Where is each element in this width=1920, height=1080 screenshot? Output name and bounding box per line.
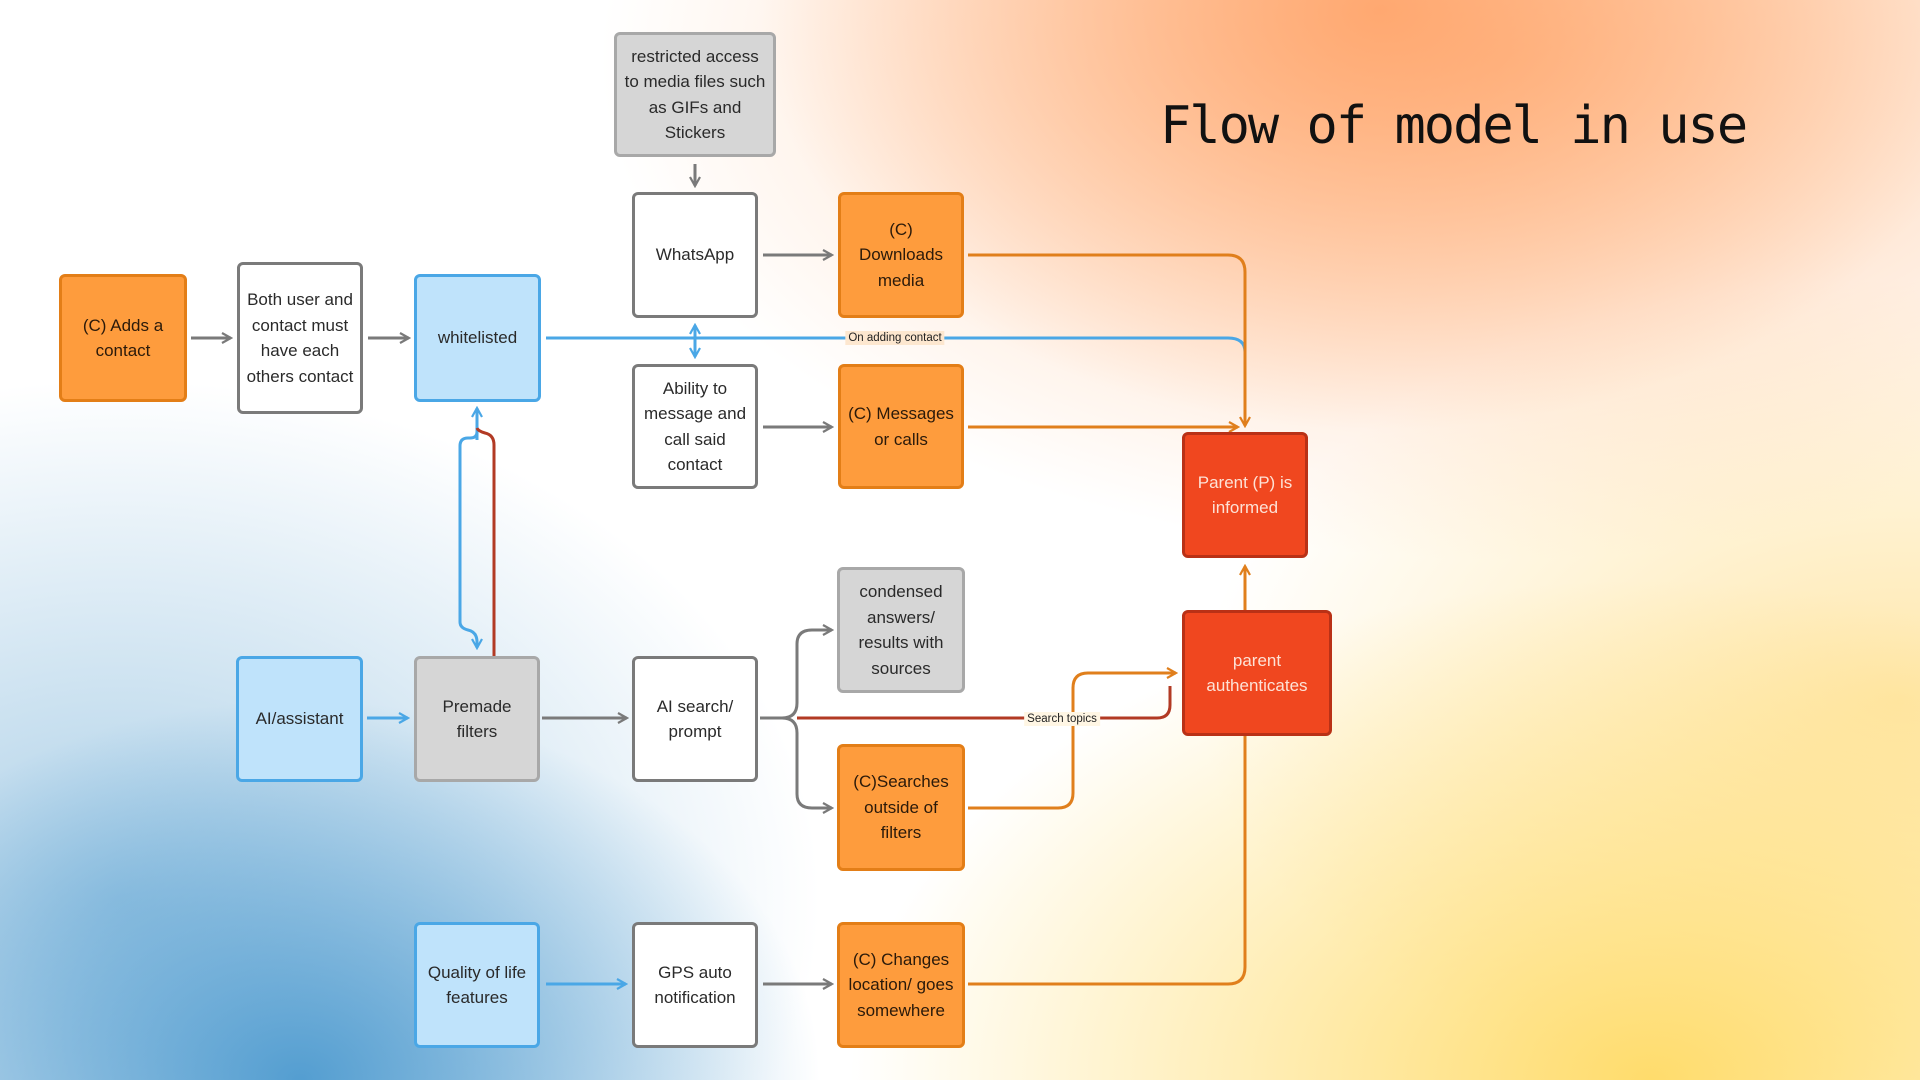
page-title: Flow of model in use bbox=[1160, 96, 1748, 156]
node-adds-contact[interactable]: (C) Adds a contact bbox=[59, 274, 187, 402]
node-whatsapp[interactable]: WhatsApp bbox=[632, 192, 758, 318]
node-condensed-answers[interactable]: condensed answers/ results with sources bbox=[837, 567, 965, 693]
edge-search-topics bbox=[797, 686, 1172, 720]
node-both-user-contact[interactable]: Both user and contact must have each oth… bbox=[237, 262, 363, 414]
node-ability-message-call[interactable]: Ability to message and call said contact bbox=[632, 364, 758, 489]
edge-premade-whitelisted-red bbox=[475, 427, 496, 656]
node-gps-notification[interactable]: GPS auto notification bbox=[632, 922, 758, 1048]
edge-aisearch-to-searches bbox=[781, 716, 832, 808]
node-ai-assistant[interactable]: AI/assistant bbox=[236, 656, 363, 782]
node-whitelisted[interactable]: whitelisted bbox=[414, 274, 541, 402]
node-restricted-access[interactable]: restricted access to media files such as… bbox=[614, 32, 776, 157]
edge-label-search-topics: Search topics bbox=[1024, 712, 1100, 726]
node-messages-calls[interactable]: (C) Messages or calls bbox=[838, 364, 964, 489]
edge-changes-to-parent bbox=[968, 566, 1245, 986]
node-quality-of-life[interactable]: Quality of life features bbox=[414, 922, 540, 1048]
edge-searches-to-authenticate bbox=[968, 673, 1176, 810]
node-parent-authenticates[interactable]: parent authenticates bbox=[1182, 610, 1332, 736]
edge-aisearch-to-condensed bbox=[760, 630, 832, 720]
node-changes-location[interactable]: (C) Changes location/ goes somewhere bbox=[837, 922, 965, 1048]
edge-downloads-to-parent bbox=[968, 253, 1245, 426]
node-searches-outside-filters[interactable]: (C)Searches outside of filters bbox=[837, 744, 965, 871]
edge-label-on-adding-contact: On adding contact bbox=[845, 331, 945, 345]
node-parent-informed[interactable]: Parent (P) is informed bbox=[1182, 432, 1308, 558]
node-downloads-media[interactable]: (C) Downloads media bbox=[838, 192, 964, 318]
node-premade-filters[interactable]: Premade filters bbox=[414, 656, 540, 782]
node-ai-search-prompt[interactable]: AI search/ prompt bbox=[632, 656, 758, 782]
edge-premade-whitelisted-blue bbox=[458, 431, 477, 648]
